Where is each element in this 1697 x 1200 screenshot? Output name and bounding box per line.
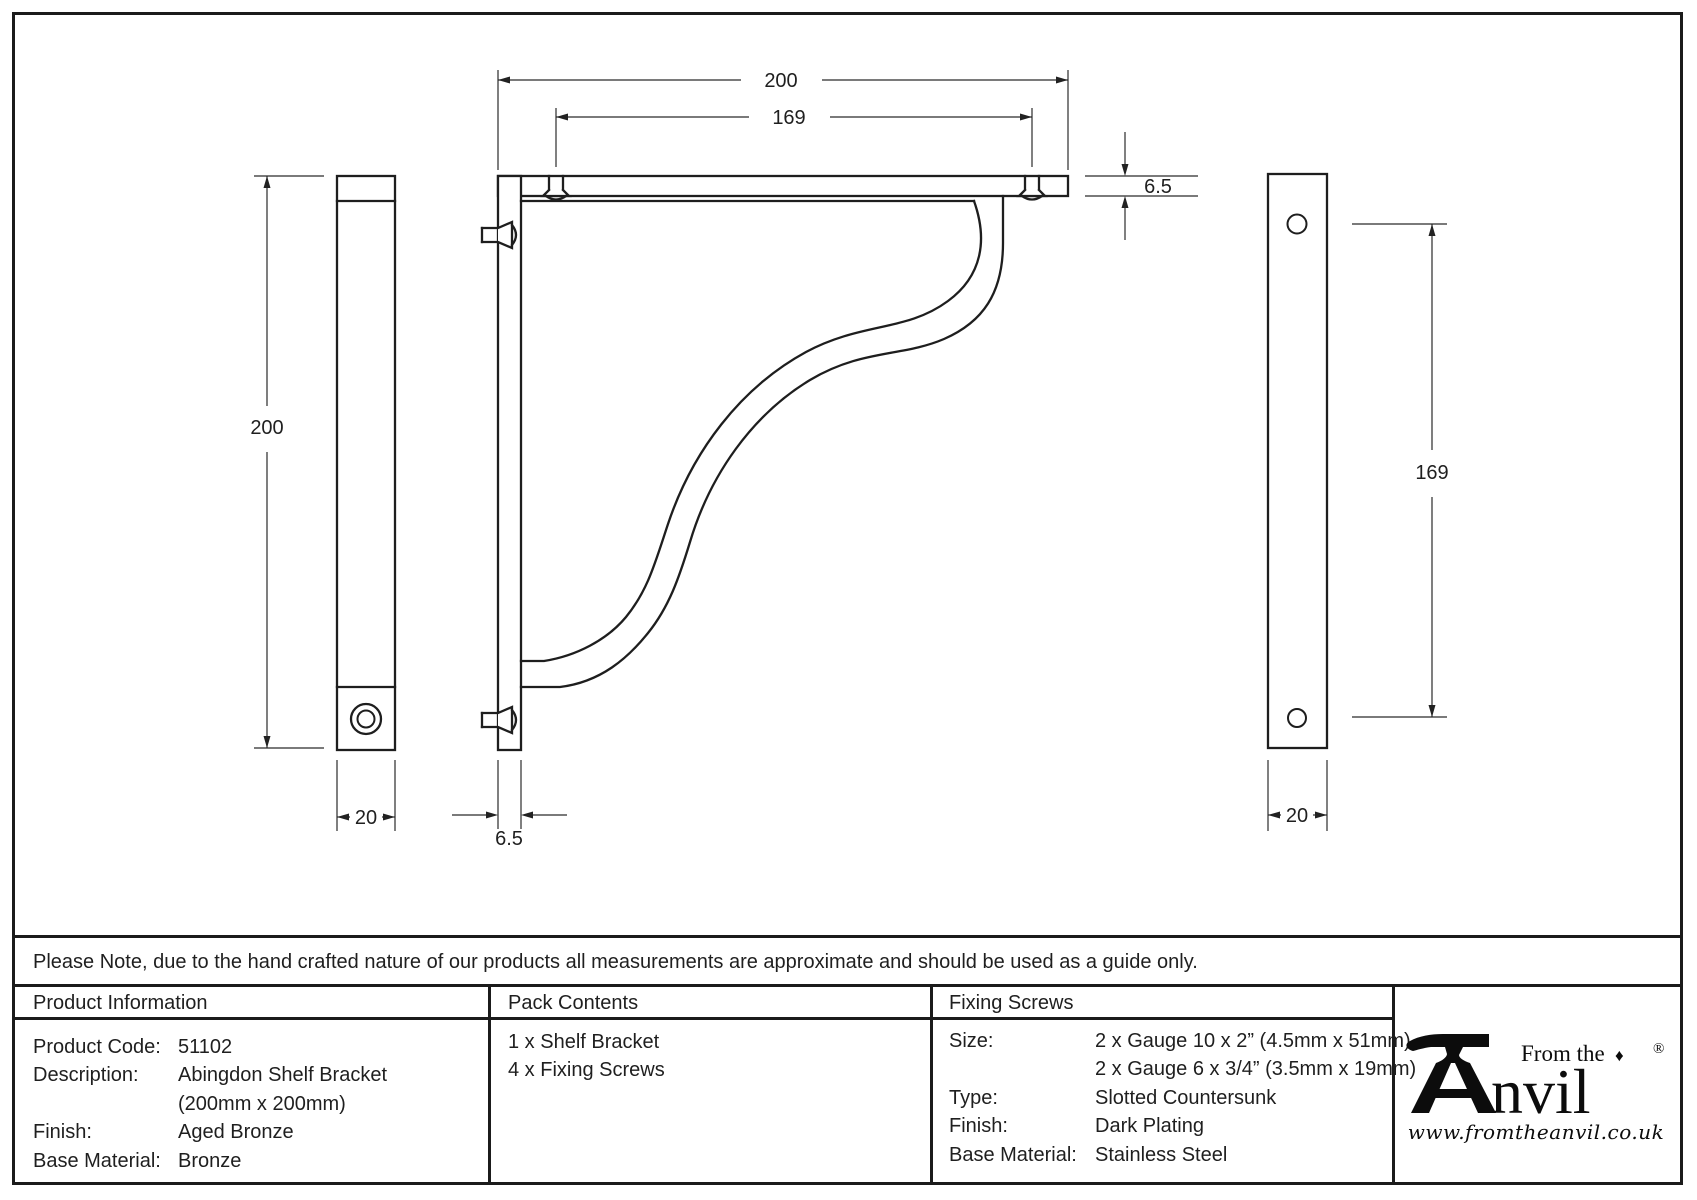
note-bar: Please Note, due to the hand crafted nat…: [12, 935, 1683, 987]
screw-wall-lower: [480, 705, 518, 735]
fixing-screws-header: Fixing Screws: [949, 992, 1074, 1014]
page-border: [12, 12, 1683, 1185]
table-row: Base Material: Bronze: [33, 1147, 473, 1175]
screw-top-right: [1016, 174, 1048, 201]
dim-label-back-hole-spacing: 169: [1415, 462, 1448, 484]
table-row: Finish: Aged Bronze: [33, 1118, 473, 1146]
dim-front-width: [497, 70, 1069, 170]
dim-back-hole-spacing: [1352, 223, 1447, 718]
front-profile-view: [480, 174, 1070, 752]
row-value: Aged Bronze: [178, 1121, 294, 1144]
row-value: 51102: [178, 1036, 233, 1058]
row-value: Bronze: [178, 1149, 242, 1172]
note-text: Please Note, due to the hand crafted nat…: [33, 951, 1198, 973]
fixing-hole-bottom: [1287, 708, 1307, 728]
header-underline: [12, 1017, 1392, 1020]
row-label: [949, 1055, 1095, 1083]
table-row: Description: Abingdon Shelf Bracket: [33, 1061, 473, 1089]
table-row: Product Code: 51102: [33, 1033, 473, 1061]
table-row: Finish: Dark Plating: [949, 1112, 1384, 1140]
row-value: (200mm x 200mm): [178, 1092, 346, 1115]
logo-word-main: nvil: [1491, 1056, 1591, 1127]
dim-label-side-height: 200: [250, 417, 283, 439]
list-item: 1 x Shelf Bracket: [508, 1031, 660, 1053]
dim-label-front-width: 200: [764, 70, 797, 92]
product-information-header: Product Information: [33, 992, 208, 1014]
fixing-hole-top: [1286, 213, 1308, 235]
logo-website: www.fromtheanvil.co.uk: [1408, 1120, 1665, 1144]
table-row: (200mm x 200mm): [33, 1090, 473, 1118]
row-label: Product Code:: [33, 1036, 161, 1058]
dim-label-side-width: 20: [355, 807, 377, 829]
dim-label-front-hole-spacing: 169: [772, 107, 805, 129]
row-value: Abingdon Shelf Bracket: [178, 1064, 388, 1087]
fixing-screws-rows: Size: 2 x Gauge 10 x 2” (4.5mm x 51mm) 2…: [949, 1027, 1416, 1169]
row-label: Base Material:: [33, 1149, 161, 1172]
product-information-rows: Product Code: 51102 Description: Abingdo…: [33, 1033, 473, 1175]
dim-side-height: [254, 175, 324, 749]
side-view: [335, 174, 397, 752]
table-row: 2 x Gauge 6 x 3/4” (3.5mm x 19mm): [949, 1055, 1416, 1083]
logo-word-prefix: From the: [1521, 1041, 1605, 1066]
row-label: Size:: [949, 1030, 994, 1052]
row-label: Base Material:: [949, 1143, 1077, 1166]
table-row: Size: 2 x Gauge 10 x 2” (4.5mm x 51mm): [949, 1027, 1411, 1055]
dim-label-back-width: 20: [1286, 805, 1308, 827]
dim-label-plate-thickness: 6.5: [495, 828, 523, 850]
technical-drawing: 200 20 200 169 6.5 6.5 169 20: [250, 70, 1449, 850]
table-row: Base Material: Stainless Steel: [949, 1141, 1384, 1169]
row-label: Type:: [949, 1086, 998, 1109]
countersunk-hole: [349, 702, 383, 736]
row-label: Finish:: [33, 1121, 92, 1144]
pack-contents-items: 1 x Shelf Bracket 4 x Fixing Screws: [508, 1028, 908, 1085]
table-row: Type: Slotted Countersunk: [949, 1084, 1384, 1112]
row-value: Dark Plating: [1095, 1115, 1204, 1138]
dim-plate-thickness: [452, 760, 567, 829]
column-divider: [930, 987, 933, 1185]
dim-front-hole-spacing: [555, 108, 1033, 167]
pack-contents-header: Pack Contents: [508, 992, 639, 1014]
row-value: Stainless Steel: [1095, 1143, 1228, 1166]
row-label: Finish:: [949, 1115, 1008, 1138]
screw-wall-upper: [480, 220, 518, 250]
brand-logo: nvil From the ♦ ® www.fromtheanvil.co.uk: [1395, 987, 1681, 1185]
row-value: 2 x Gauge 10 x 2” (4.5mm x 51mm): [1095, 1030, 1411, 1052]
dimension-arrowheads: [263, 76, 1436, 821]
screw-top-left: [540, 174, 572, 201]
diamond-icon: ♦: [1615, 1046, 1624, 1065]
registered-mark: ®: [1653, 1041, 1664, 1057]
row-label: Description:: [33, 1064, 139, 1087]
column-divider: [488, 987, 491, 1185]
dim-arm-thickness: [1085, 132, 1198, 240]
row-value: 2 x Gauge 6 x 3/4” (3.5mm x 19mm): [1095, 1058, 1417, 1081]
column-divider: [1392, 987, 1395, 1185]
row-label: [33, 1090, 178, 1118]
dim-label-arm-thickness: 6.5: [1144, 176, 1172, 198]
row-value: Slotted Countersunk: [1095, 1086, 1277, 1109]
anvil-icon: [1406, 1034, 1496, 1113]
back-view: [1266, 172, 1329, 750]
list-item: 4 x Fixing Screws: [508, 1059, 665, 1082]
